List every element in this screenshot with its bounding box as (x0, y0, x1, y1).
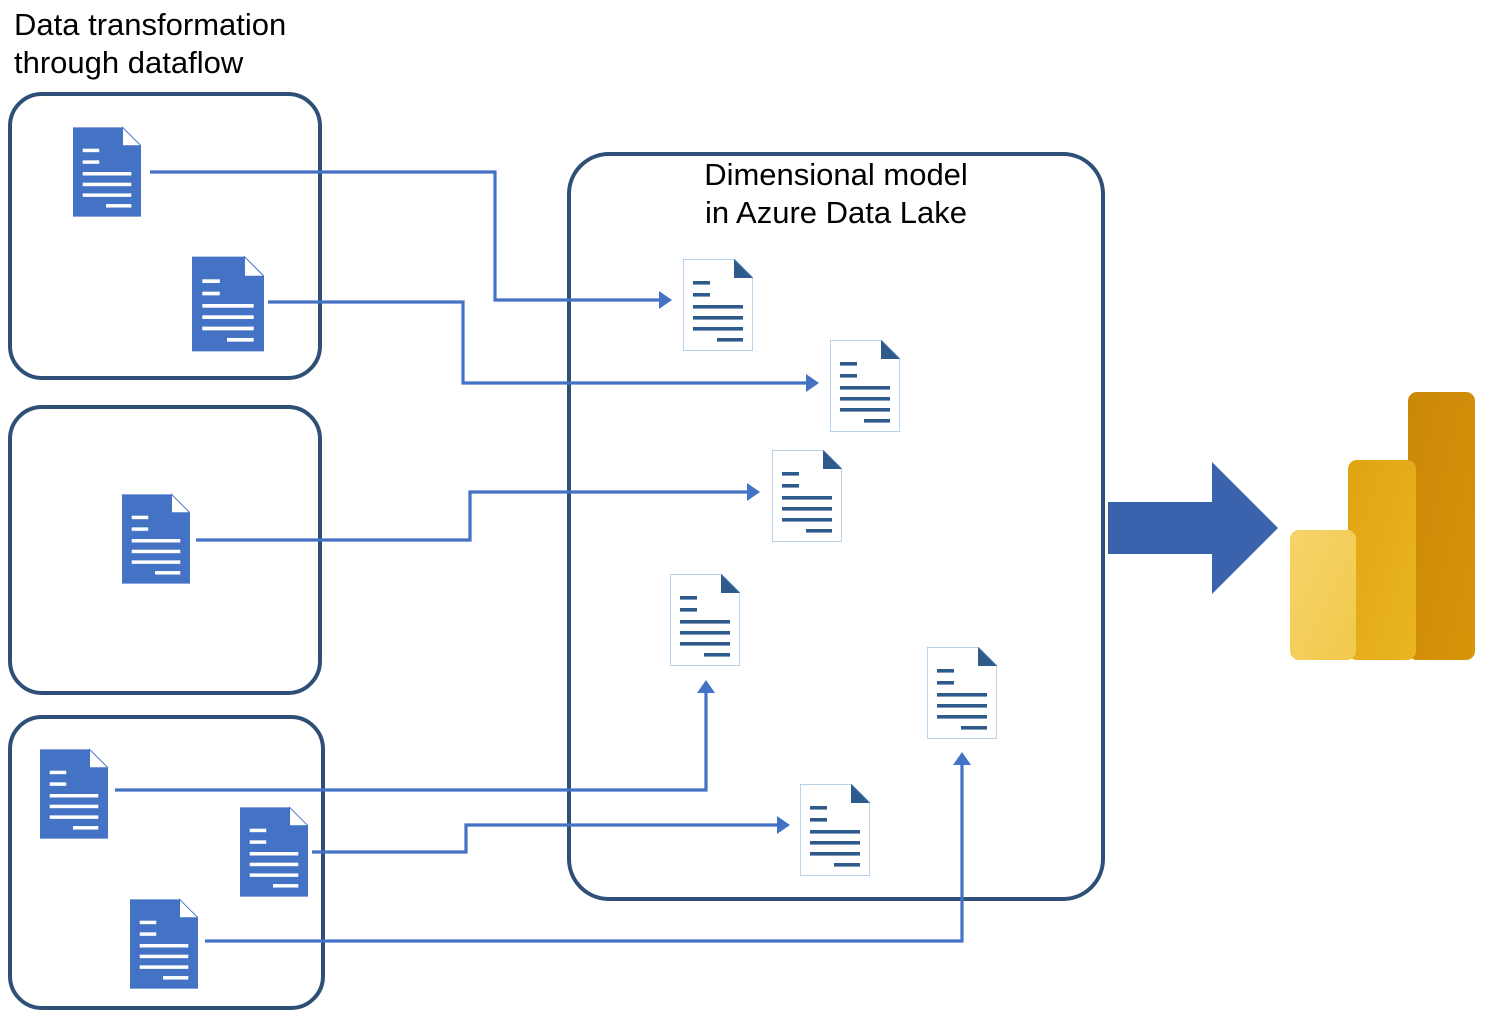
model-doc-1-icon (682, 258, 754, 352)
source-doc-6-icon (130, 898, 200, 990)
power-bi-logo (1290, 392, 1475, 660)
source-doc-1-icon (73, 126, 143, 218)
powerbi-bar-small (1290, 530, 1356, 660)
source-doc-2-icon (192, 255, 266, 352)
source-group-title: Data transformation through dataflow (14, 7, 287, 80)
model-doc-4-icon (669, 573, 741, 667)
dimensional-model-title: Dimensional model in Azure Data Lake (704, 157, 968, 230)
model-doc-3-icon (771, 449, 843, 543)
powerbi-bar-large (1408, 392, 1475, 660)
source-group-1-box (8, 92, 322, 380)
powerbi-bar-medium (1348, 460, 1416, 660)
source-doc-5-icon (240, 806, 310, 898)
model-doc-5-icon (799, 783, 871, 877)
source-doc-3-icon (122, 493, 192, 585)
model-doc-2-icon (829, 339, 901, 433)
model-doc-6-icon (926, 646, 998, 740)
source-doc-4-icon (40, 748, 110, 840)
output-arrow (1108, 462, 1278, 594)
